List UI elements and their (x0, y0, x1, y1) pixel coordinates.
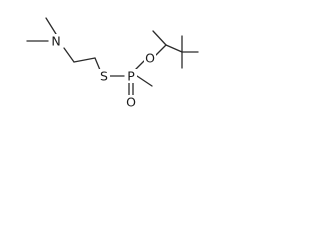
bond-p-o (134, 60, 145, 71)
bonds (26, 17, 199, 97)
bond-ch-cquat (165, 44, 183, 53)
bond-n-methyl-top (45, 17, 57, 35)
atom-labels: N S P O O (51, 34, 156, 110)
chemical-structure-diagram: N S P O O (26, 17, 199, 110)
bond-ch-methyl (152, 30, 167, 46)
atom-sulfur: S (100, 69, 108, 84)
bond-ch2-ch2 (73, 57, 96, 63)
bond-p-methyl (136, 75, 153, 87)
atom-oxygen-double: O (126, 95, 136, 110)
atom-nitrogen: N (51, 34, 60, 49)
atom-phosphorus: P (127, 69, 135, 84)
bond-o-ch (155, 44, 167, 56)
bond-n-ch2 (63, 47, 75, 63)
bond-ch2-s (94, 57, 101, 71)
atom-oxygen-ester: O (145, 51, 155, 66)
